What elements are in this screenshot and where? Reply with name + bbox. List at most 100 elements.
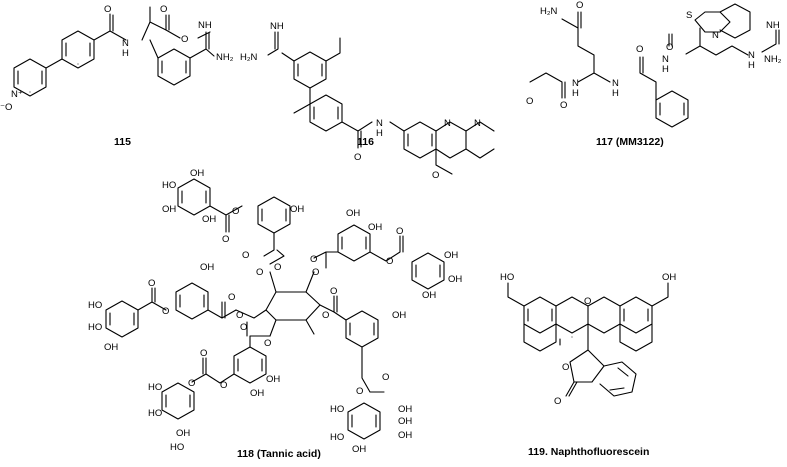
structure-117: H₂N O O N H O N H O N H O S N NH N H NH₂ [526,0,782,128]
atom-label: HO [170,442,184,453]
atom-label: O [396,226,403,237]
atom-label: OH [444,250,458,261]
atom-label: O [222,234,229,245]
atom-label: OH [392,310,406,321]
atom-label: O [220,380,227,391]
atom-label: OH [346,208,360,219]
atom-label: O [310,254,317,265]
atom-label: H [748,60,755,71]
atom-label: O [432,170,439,181]
atom-label: O [576,0,583,11]
compound-label-118: 118 (Tannic acid) [237,448,321,460]
atom-label: OH [176,428,190,439]
atom-label: OH [250,388,264,399]
atom-label: NH [270,21,284,32]
atom-label: N⁺ [11,89,23,100]
atom-label: O [526,96,533,107]
atom-label: N [612,78,619,89]
atom-label: HO [330,404,344,415]
atom-label: H [662,64,669,75]
atom-label: S [686,10,692,21]
atom-label: OH [290,204,304,215]
atom-label: HO [88,322,102,333]
atom-label: OH [200,262,214,273]
atom-label: OH [352,444,366,455]
atom-label: O [232,206,239,217]
structure-118: OH HO OH OH O O OH O OH O O O OH OH O O … [88,168,462,455]
atom-label: OH [398,430,412,441]
structure-116: NH H₂N O N H N N O [240,21,495,181]
atom-label: H [572,88,579,99]
atom-label: O [236,310,243,321]
atom-label: O [356,386,363,397]
compound-label-119: 119. Naphthofluorescein [528,446,650,458]
atom-label: O [228,292,235,303]
atom-label: OH [448,274,462,285]
structure-119: HO O OH O O [500,272,676,407]
atom-label: HO [162,180,176,191]
atom-label: HO [330,432,344,443]
atom-label: N [572,78,579,89]
atom-label: OH [422,290,436,301]
atom-label: HO [148,408,162,419]
atom-label: O [330,286,337,297]
atom-label: O [274,262,281,273]
atom-label: N [444,118,451,129]
atom-label: O [256,267,263,278]
compound-label-115: 115 [114,136,131,148]
atom-label: O [636,44,643,55]
atom-label: O [322,310,329,321]
atom-label: HO [88,300,102,311]
atom-label: OH [398,404,412,415]
atom-label: OH [368,222,382,233]
atom-label: H [612,88,619,99]
atom-label: O [240,322,247,333]
compound-label-117: 117 (MM3122) [596,136,664,148]
atom-label: O [160,4,167,15]
atom-label: OH [190,168,204,179]
atom-label: O [386,256,393,267]
atom-label: O [188,378,195,389]
atom-label: O [382,372,389,383]
atom-label: H₂N [540,6,558,17]
atom-label: N [748,50,755,61]
compound-label-116: 116 [357,136,374,148]
structure-115: O N H O O NH NH₂ N⁺ ⁻O [0,4,234,113]
atom-label: O [562,362,569,373]
atom-label: OH [162,204,176,215]
atom-label: O [242,250,249,261]
atom-label: O [584,296,591,307]
atom-label: O [666,42,673,53]
atom-label: O [200,348,207,359]
atom-label: HO [148,382,162,393]
atom-label: O [312,267,319,278]
atom-label: ⁻O [0,102,12,113]
atom-label: O [104,4,111,15]
atom-label: N [122,38,129,49]
atom-label: O [162,306,169,317]
atom-label: O [554,396,561,407]
atom-label: O [354,152,361,163]
atom-label: NH₂ [764,54,782,65]
atom-label: H₂N [240,52,258,63]
atom-label: OH [662,272,676,283]
atom-label: HO [500,272,514,283]
atom-label: NH [198,20,212,31]
atom-label: NH₂ [216,52,234,63]
atom-label: OH [202,214,216,225]
atom-label: H [376,128,383,139]
atom-label: NH [766,20,780,31]
atom-label: H [122,48,129,59]
atom-label: O [560,100,567,111]
atom-label: N [474,118,481,129]
atom-label: N [376,118,383,129]
atom-label: N [662,54,669,65]
atom-label: N [712,30,719,41]
atom-label: O [148,278,155,289]
atom-label: O [264,338,271,349]
atom-label: OH [266,374,280,385]
atom-label: OH [398,416,412,427]
atom-label: OH [104,342,118,353]
